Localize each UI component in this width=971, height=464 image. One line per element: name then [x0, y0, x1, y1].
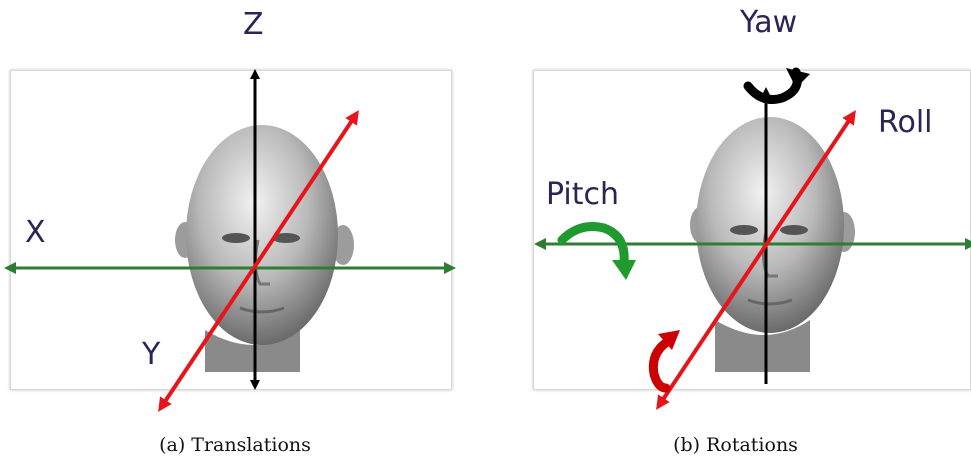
z-axis-label: Z [243, 7, 264, 42]
roll-axis [656, 110, 856, 410]
caption-translations: (a) Translations [159, 434, 311, 456]
y-axis [158, 110, 359, 412]
x-axis-label: X [25, 215, 46, 250]
caption-rotations: (b) Rotations [673, 434, 798, 456]
panel-rotations: Yaw Roll Pitch (b) Rotations [500, 0, 971, 464]
y-axis-label: Y [142, 337, 161, 372]
roll-rotation-arrow-icon [648, 330, 680, 393]
yaw-rotation-arrow-icon [743, 67, 810, 104]
roll-label: Roll [878, 105, 933, 140]
translation-diagram [4, 69, 456, 412]
panel-translations: Z X Y (a) Translations [0, 0, 470, 464]
yaw-label: Yaw [740, 5, 798, 40]
pitch-rotation-arrow-icon [557, 222, 636, 280]
pitch-label: Pitch [546, 177, 620, 212]
rotation-diagram [534, 67, 971, 410]
